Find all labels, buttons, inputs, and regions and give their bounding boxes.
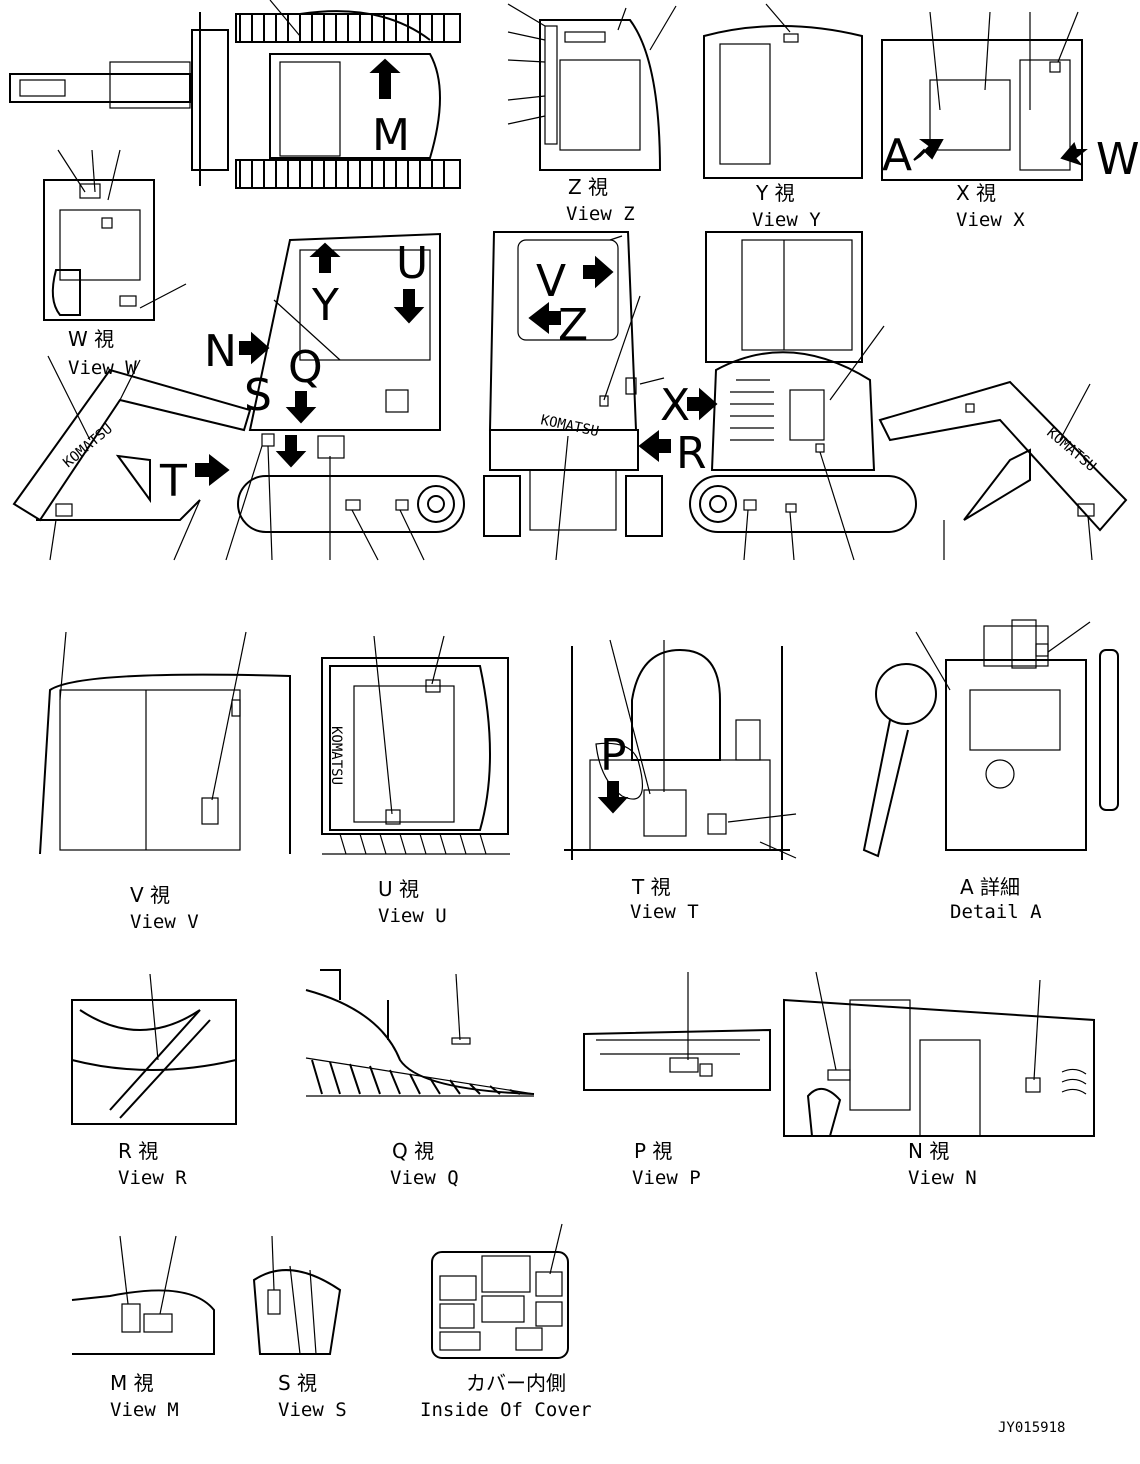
marker-m: M [372,110,410,161]
caption-x-en: View X [956,209,1025,231]
caption-r-en: View R [118,1167,187,1189]
caption-y-en: View Y [752,209,821,231]
caption-v-en: View V [130,911,199,933]
caption-u-en: View U [378,905,447,927]
marker-r: R [676,428,707,479]
caption-cover-en: Inside Of Cover [420,1399,592,1421]
view-w: W 視 View W [43,149,187,379]
caption-v-jp: V 視 [130,883,170,907]
caption-m-jp: M 視 [110,1371,154,1395]
top-plan-view: M [9,0,461,189]
left-side-view: Y U N Q S T KOMATSU [12,232,465,561]
marker-y-left: Y [311,280,339,331]
caption-z-en: View Z [566,203,635,225]
caption-p-en: View P [632,1167,701,1189]
inside-of-cover: カバー内側 Inside Of Cover [420,1223,592,1421]
view-y: Y 視 View Y [703,3,863,231]
brand-rear: KOMATSU [539,412,600,440]
caption-y-jp: Y 視 [755,181,795,205]
view-n: N 視 View N [783,971,1095,1189]
brand-view-u: KOMATSU [328,726,344,785]
caption-s-jp: S 視 [278,1371,317,1395]
right-side-view: KOMATSU [689,231,1128,561]
marker-q: Q [288,342,323,393]
caption-a-en: Detail A [950,901,1042,923]
view-u: KOMATSU U 視 View U [321,635,510,927]
rear-view: V Z KOMATSU X R [483,231,718,561]
marker-w: W [1096,134,1140,185]
caption-u-jp: U 視 [378,877,419,901]
caption-x-jp: X 視 [956,181,996,205]
caption-r-jp: R 視 [118,1139,158,1163]
caption-t-en: View T [630,901,699,923]
caption-n-en: View N [908,1167,977,1189]
brand-right-boom: KOMATSU [1043,425,1098,475]
detail-a: A 詳細 Detail A [862,619,1119,923]
view-x: A W X 視 View X [881,11,1140,231]
view-t: P T 視 View T [564,639,797,923]
marker-z: Z [558,300,588,351]
caption-p-jp: P 視 [634,1139,672,1163]
view-s: S 視 View S [252,1235,347,1421]
caption-q-jp: Q 視 [392,1139,434,1163]
marker-v: V [536,256,566,307]
view-q: Q 視 View Q [305,969,535,1189]
view-m: M 視 View M [71,1235,215,1421]
caption-z-jp: Z 視 [568,175,608,199]
marker-p: P [600,730,627,781]
marker-a: A [882,130,912,181]
caption-q-en: View Q [390,1167,459,1189]
marker-t: T [159,456,187,507]
view-p: P 視 View P [583,972,771,1189]
view-r: R 視 View R [71,973,237,1189]
caption-m-en: View M [110,1399,179,1421]
caption-s-en: View S [278,1399,347,1421]
caption-w-jp: W 視 [68,327,114,351]
marker-u: U [396,238,428,289]
caption-n-jp: N 視 [908,1139,949,1163]
view-z: Z 視 View Z [507,3,677,225]
caption-a-jp: A 詳細 [960,875,1020,899]
drawing-code: JY015918 [998,1420,1065,1436]
marker-n: N [204,326,237,377]
caption-t-jp: T 視 [631,875,671,899]
caption-cover-jp: カバー内側 [466,1371,566,1395]
view-v: V 視 View V [39,631,291,933]
marker-x: X [660,380,690,431]
